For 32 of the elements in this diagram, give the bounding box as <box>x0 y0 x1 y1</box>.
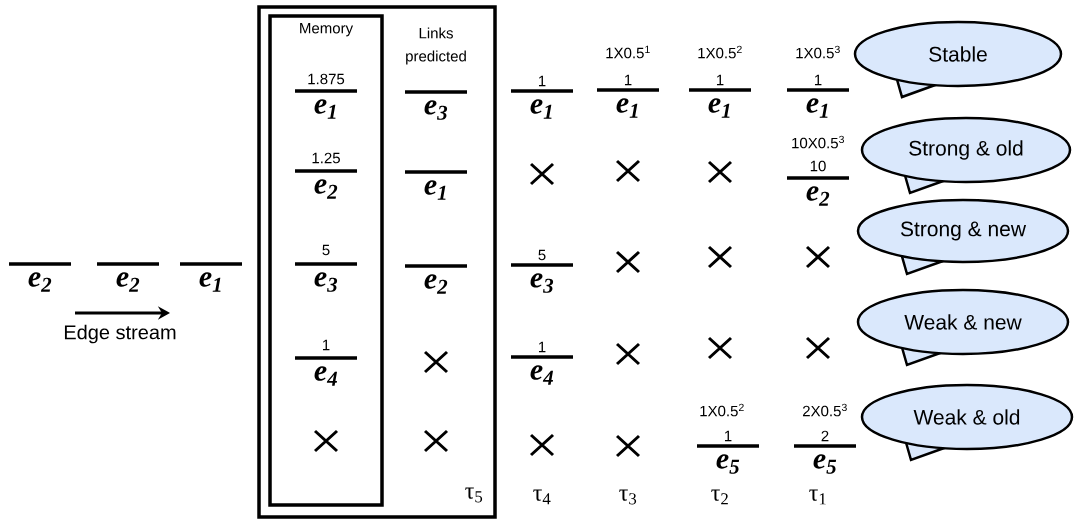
weight-value: 1 <box>323 339 330 351</box>
weight-value: 1 <box>539 341 546 353</box>
time-label: τ$_{3}$ <box>619 489 637 505</box>
speech-bubble: Weak & old <box>860 383 1074 462</box>
weight-value: 10 <box>810 160 826 172</box>
weight-value: 1 <box>625 74 632 86</box>
speech-bubble: Strong & new <box>856 198 1070 276</box>
weight-value: 2 <box>821 430 829 442</box>
decay-formula: 10X0.5$^{3}$ <box>792 135 844 149</box>
time-label: τ$_{4}$ <box>533 489 551 505</box>
decay-formula: 1X0.5$^{3}$ <box>796 45 840 59</box>
speech-bubble: Stable <box>853 20 1063 99</box>
weight-value: 1.25 <box>312 152 340 164</box>
time-label: τ$_{5}$ <box>465 487 483 503</box>
weight-value: 1 <box>725 430 732 442</box>
weight-value: 1 <box>815 74 822 86</box>
frame-box <box>257 5 497 519</box>
weight-value: 5 <box>538 249 546 261</box>
weight-value: 1.875 <box>308 73 345 85</box>
speech-bubble: Strong & old <box>860 116 1072 195</box>
decay-formula: 1X0.5$^{1}$ <box>606 45 650 59</box>
time-label: τ$_{2}$ <box>711 489 728 505</box>
weight-value: 1 <box>539 75 546 87</box>
weight-value: 5 <box>322 244 330 256</box>
column-heading: Links predicted <box>406 27 466 65</box>
decay-formula: 1X0.5$^{2}$ <box>700 403 744 417</box>
decay-formula: 2X0.5$^{3}$ <box>803 403 847 417</box>
weight-value: 1 <box>717 74 724 86</box>
decay-formula: 1X0.5$^{2}$ <box>698 45 742 59</box>
time-label: τ$_{1}$ <box>809 489 826 505</box>
speech-bubble: Weak & new <box>856 288 1070 367</box>
stream-caption: Edge stream <box>64 324 176 344</box>
